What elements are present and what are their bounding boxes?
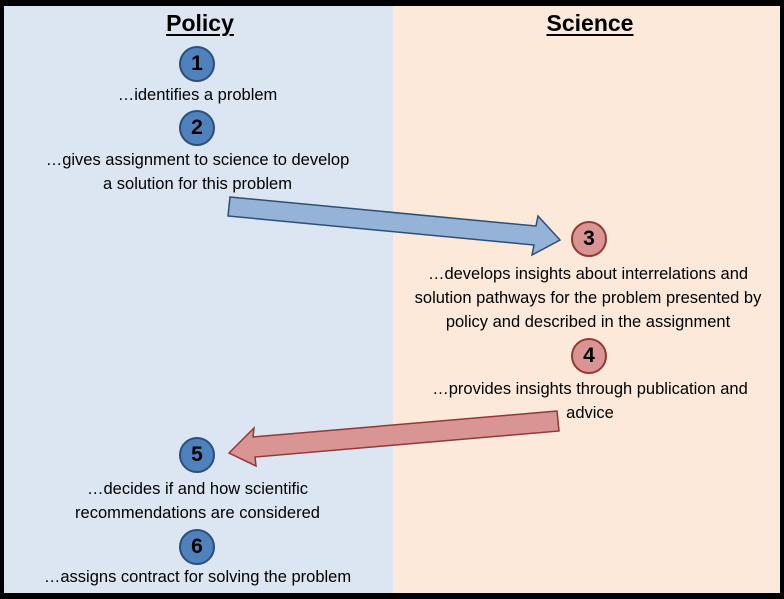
step-1-text: …identifies a problem: [117, 86, 278, 104]
arrow-red-body: [227, 410, 560, 468]
step-6-badge: 6: [179, 529, 215, 565]
step-6-text: …assigns contract for solving the proble…: [43, 568, 352, 586]
arrow-policy-to-science: [227, 196, 562, 257]
step-2-text: …gives assignment to science to develop …: [45, 151, 350, 193]
policy-title: Policy: [166, 10, 234, 36]
step-2-badge: 2: [179, 110, 215, 146]
step-4-text: …provides insights through publication a…: [432, 380, 748, 422]
step-5-text: …decides if and how scientific recommend…: [75, 480, 320, 522]
step-3-badge: 3: [571, 221, 607, 257]
policy-panel: [4, 6, 393, 593]
step-4-badge: 4: [571, 338, 607, 374]
step-5-badge: 5: [179, 437, 215, 473]
science-panel: [393, 6, 780, 593]
science-title: Science: [546, 10, 634, 36]
step-1-badge: 1: [179, 46, 215, 82]
step-3-text: …develops insights about interrelations …: [414, 265, 762, 331]
